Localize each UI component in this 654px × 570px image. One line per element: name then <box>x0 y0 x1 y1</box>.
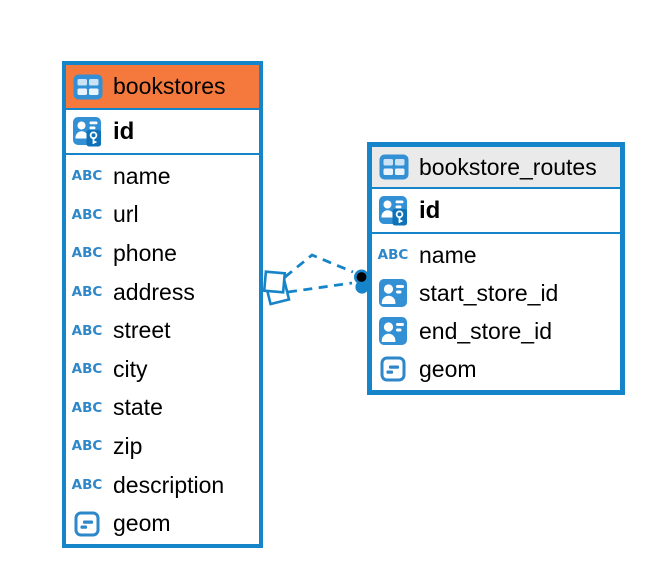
column-list: ABC name start_store_id end_store_id geo… <box>372 234 620 388</box>
target-dot-icon <box>353 269 369 285</box>
column-name: start_store_id <box>419 279 559 306</box>
geometry-column-icon <box>71 511 103 537</box>
column-name: phone <box>113 239 177 266</box>
column-row-state[interactable]: ABC state <box>66 389 259 428</box>
column-row-city[interactable]: ABC city <box>66 350 259 389</box>
column-name: id <box>113 117 135 145</box>
text-column-icon: ABC <box>71 284 103 301</box>
table-title: bookstores <box>113 73 226 99</box>
table-icon <box>72 74 104 100</box>
column-name: name <box>419 241 477 268</box>
column-name: address <box>113 278 195 305</box>
column-row-id[interactable]: id <box>372 189 620 234</box>
text-column-icon: ABC <box>71 168 103 185</box>
table-icon <box>378 154 410 180</box>
text-column-icon: ABC <box>71 477 103 494</box>
foreign-key-icon <box>377 279 409 307</box>
column-name: city <box>113 355 148 382</box>
source-square-icon <box>262 270 287 294</box>
text-column-icon: ABC <box>71 245 103 262</box>
column-row-name[interactable]: ABC name <box>66 157 259 196</box>
column-row-street[interactable]: ABC street <box>66 311 259 350</box>
text-column-icon: ABC <box>71 206 103 223</box>
column-name: zip <box>113 432 143 459</box>
column-row-address[interactable]: ABC address <box>66 273 259 312</box>
table-bookstores[interactable]: bookstores id ABC name ABC url ABC phone… <box>62 61 263 548</box>
column-name: state <box>113 394 163 421</box>
text-column-icon: ABC <box>71 399 103 416</box>
geometry-column-icon <box>377 356 409 382</box>
column-name: name <box>113 162 171 189</box>
column-name: geom <box>419 355 477 382</box>
text-column-icon: ABC <box>377 247 409 263</box>
table-bookstore-routes[interactable]: bookstore_routes id ABC name start_store… <box>367 142 625 395</box>
relationship-line-end-store[interactable] <box>287 281 353 294</box>
column-row-geom[interactable]: geom <box>372 350 620 388</box>
column-row-start-store-id[interactable]: start_store_id <box>372 274 620 312</box>
column-row-zip[interactable]: ABC zip <box>66 427 259 466</box>
primary-key-icon <box>71 116 103 147</box>
column-row-id[interactable]: id <box>66 110 259 155</box>
column-list: ABC name ABC url ABC phone ABC address A… <box>66 155 259 543</box>
column-row-description[interactable]: ABC description <box>66 466 259 505</box>
source-square-icon <box>264 279 291 306</box>
relationship-source-marker[interactable] <box>262 270 291 306</box>
column-row-geom[interactable]: geom <box>66 504 259 543</box>
column-row-end-store-id[interactable]: end_store_id <box>372 312 620 350</box>
column-name: end_store_id <box>419 317 552 344</box>
column-name: street <box>113 317 171 344</box>
table-title: bookstore_routes <box>419 153 597 180</box>
table-bookstores-header[interactable]: bookstores <box>66 65 259 110</box>
text-column-icon: ABC <box>71 438 103 455</box>
column-row-url[interactable]: ABC url <box>66 196 259 235</box>
column-name: url <box>113 201 139 228</box>
relationship-line-start-store[interactable] <box>284 253 354 279</box>
text-column-icon: ABC <box>71 361 103 378</box>
column-name: geom <box>113 510 171 537</box>
column-row-phone[interactable]: ABC phone <box>66 234 259 273</box>
text-column-icon: ABC <box>71 322 103 339</box>
table-bookstore-routes-header[interactable]: bookstore_routes <box>372 147 620 189</box>
primary-key-icon <box>377 195 409 226</box>
column-name: id <box>419 196 441 224</box>
column-row-name[interactable]: ABC name <box>372 236 620 274</box>
foreign-key-icon <box>377 317 409 345</box>
column-name: description <box>113 471 225 498</box>
